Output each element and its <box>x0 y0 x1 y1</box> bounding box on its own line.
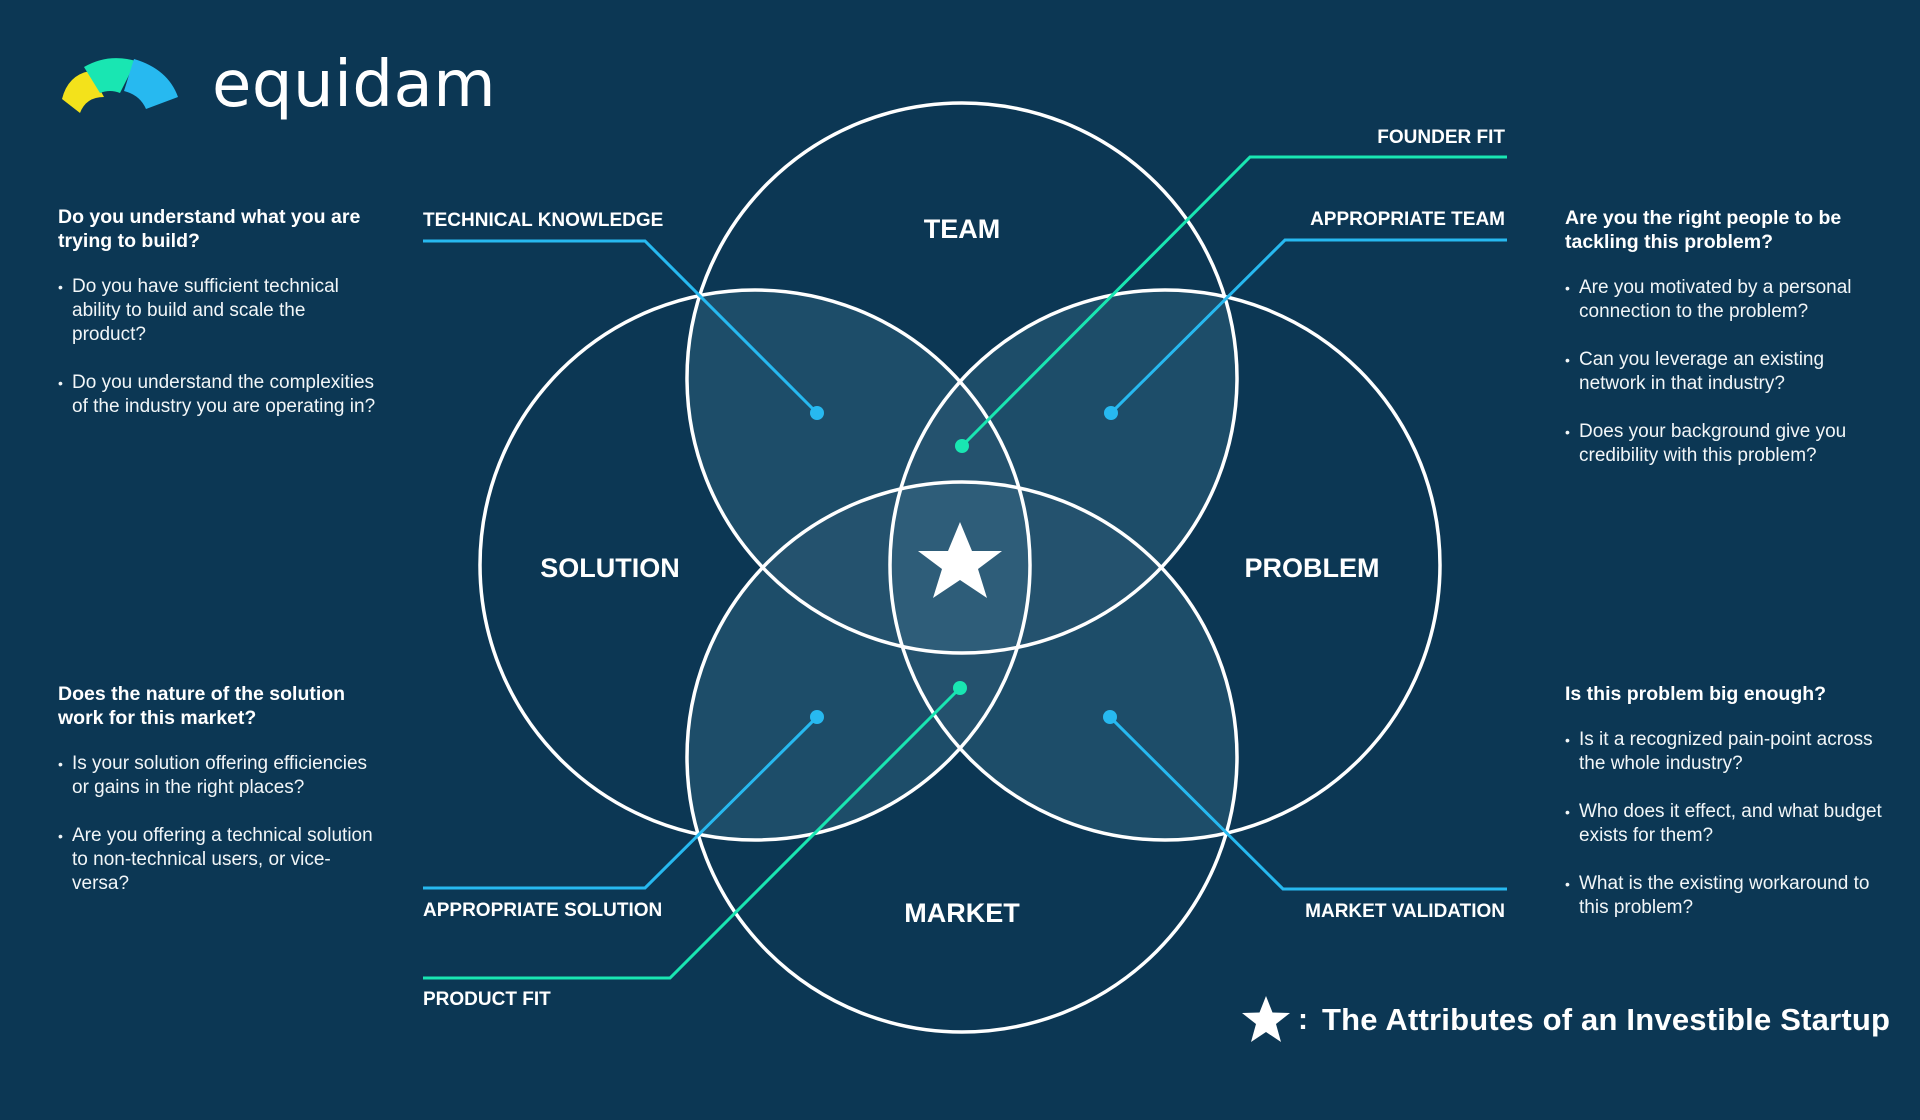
question-item: Is your solution offering efficiencies o… <box>58 752 378 800</box>
question-block-bottom-right: Is this problem big enough? Is it a reco… <box>1565 682 1885 944</box>
label-market-validation: MARKET VALIDATION <box>1305 901 1505 922</box>
question-title: Is this problem big enough? <box>1565 683 1827 705</box>
dot-product-fit <box>953 681 967 695</box>
dot-appropriate-solution <box>810 710 824 724</box>
logo-green-segment <box>84 58 136 93</box>
circle-solution <box>478 288 1032 842</box>
label-technical-knowledge: TECHNICAL KNOWLEDGE <box>423 210 663 231</box>
leader-market-validation <box>1108 715 1507 891</box>
leader-technical-knowledge <box>423 239 819 415</box>
question-title: Are you the right people to be tackling … <box>1565 207 1842 253</box>
question-item: What is the existing workaround to this … <box>1565 872 1885 920</box>
leader-product-fit <box>423 686 962 980</box>
question-item: Do you have sufficient technical ability… <box>58 275 378 347</box>
question-title: Does the nature of the solution work for… <box>58 683 346 729</box>
circle-market <box>685 480 1239 1034</box>
dot-appropriate-team <box>1104 406 1118 420</box>
leader-appropriate-solution <box>423 715 819 890</box>
question-title: Do you understand what you are trying to… <box>58 206 361 252</box>
question-item: Does your background give you credibilit… <box>1565 420 1885 468</box>
question-list: Is your solution offering efficiencies o… <box>58 752 378 896</box>
star-icon <box>918 522 1002 598</box>
question-block-bottom-left: Does the nature of the solution work for… <box>58 682 378 920</box>
question-item: Are you motivated by a personal connecti… <box>1565 276 1885 324</box>
dot-market-validation <box>1103 710 1117 724</box>
label-appropriate-team: APPROPRIATE TEAM <box>1310 209 1505 230</box>
circle-team <box>685 101 1239 655</box>
leader-appropriate-team <box>1109 238 1507 415</box>
legend: : The Attributes of an Investible Startu… <box>1240 990 1890 1050</box>
brand: equidam <box>60 50 496 120</box>
question-list: Do you have sufficient technical ability… <box>58 275 378 419</box>
label-founder-fit: FOUNDER FIT <box>1377 127 1505 148</box>
circle-label-market: MARKET <box>904 898 1020 928</box>
leader-founder-fit <box>960 155 1507 448</box>
question-block-top-right: Are you the right people to be tackling … <box>1565 206 1885 492</box>
question-list: Is it a recognized pain-point across the… <box>1565 728 1885 920</box>
dot-technical-knowledge <box>810 406 824 420</box>
circle-problem <box>888 288 1442 842</box>
question-item: Is it a recognized pain-point across the… <box>1565 728 1885 776</box>
dot-founder-fit <box>955 439 969 453</box>
question-item: Do you understand the complexities of th… <box>58 371 378 419</box>
legend-separator: : <box>1298 1003 1308 1036</box>
question-block-top-left: Do you understand what you are trying to… <box>58 205 378 443</box>
legend-text: The Attributes of an Investible Startup <box>1322 1002 1891 1037</box>
equidam-logo-icon <box>62 58 178 113</box>
circle-label-problem: PROBLEM <box>1245 553 1380 583</box>
circle-label-team: TEAM <box>924 214 1001 244</box>
question-item: Who does it effect, and what budget exis… <box>1565 800 1885 848</box>
question-item: Are you offering a technical solution to… <box>58 824 378 896</box>
question-item: Can you leverage an existing network in … <box>1565 348 1885 396</box>
brand-name: equidam <box>212 48 497 122</box>
legend-star-icon <box>1242 996 1290 1042</box>
logo-blue-segment <box>124 59 178 109</box>
circle-label-solution: SOLUTION <box>540 553 680 583</box>
label-appropriate-solution: APPROPRIATE SOLUTION <box>423 900 662 921</box>
question-list: Are you motivated by a personal connecti… <box>1565 276 1885 468</box>
label-product-fit: PRODUCT FIT <box>423 989 551 1010</box>
